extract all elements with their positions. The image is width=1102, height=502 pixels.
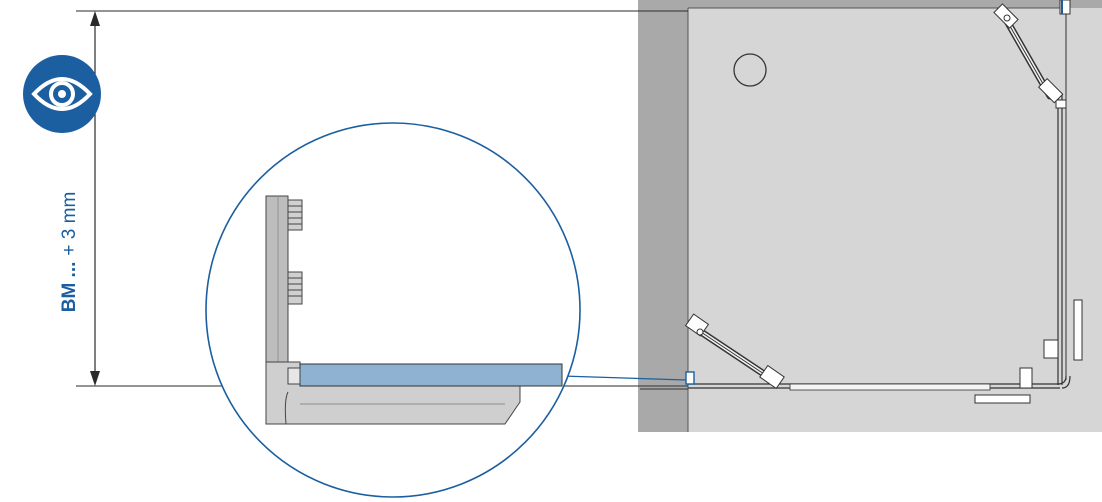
drain-circle xyxy=(733,53,767,87)
dimension-arrow-bottom xyxy=(90,371,100,386)
detail-magnifier xyxy=(205,122,581,498)
dimension-arrow-top xyxy=(90,11,100,26)
dimension-label-bold: BM ... xyxy=(59,261,80,313)
glass-panel xyxy=(299,363,563,387)
floor-area xyxy=(688,8,1102,432)
shower-plan-view xyxy=(638,0,1102,432)
bottom-diagonal-door xyxy=(684,313,785,390)
eye-icon xyxy=(23,55,101,133)
dimension-label: BM ... + 3 mm xyxy=(59,192,81,313)
dimension-label-rest: + 3 mm xyxy=(59,191,80,256)
detail-leader-line xyxy=(561,375,687,381)
top-diagonal-door xyxy=(993,3,1064,104)
